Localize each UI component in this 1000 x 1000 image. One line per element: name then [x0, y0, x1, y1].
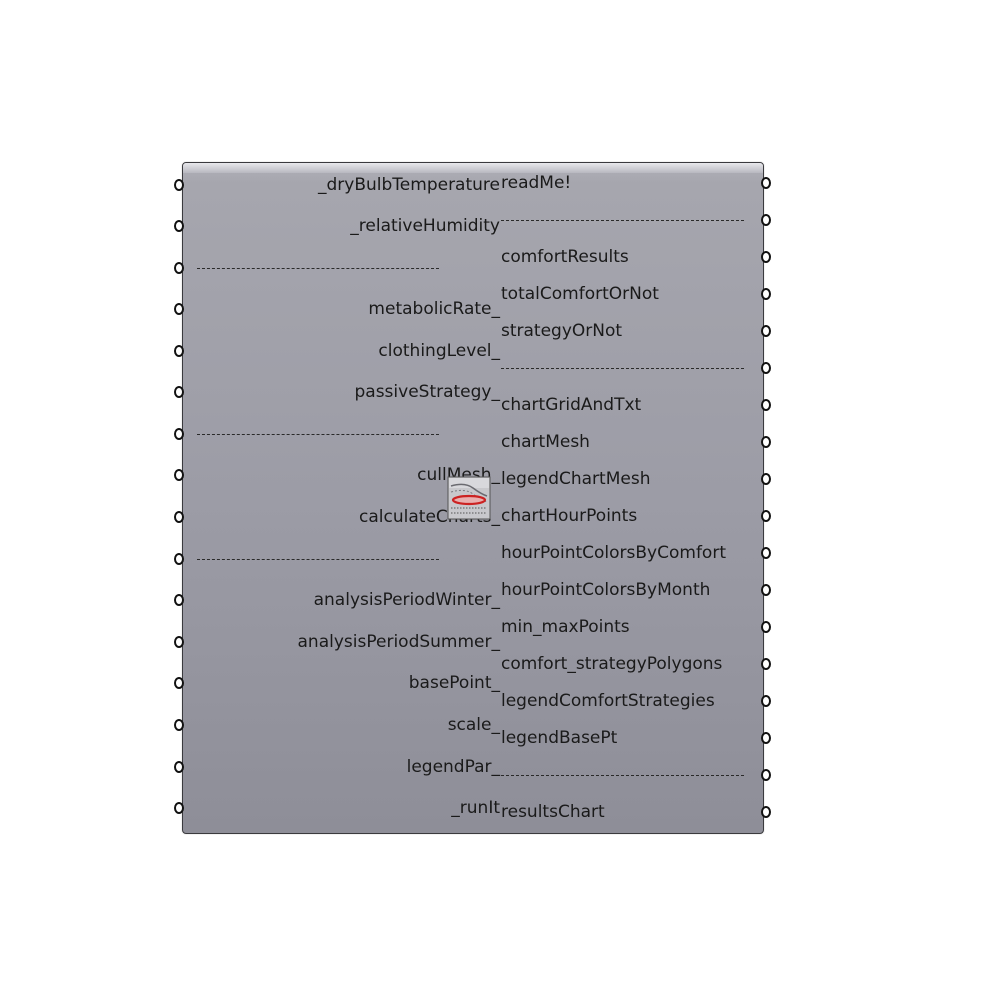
- output-grip[interactable]: [761, 436, 771, 448]
- input-grip[interactable]: [174, 553, 184, 565]
- psychrometric-chart-icon[interactable]: [447, 476, 491, 520]
- input-grip[interactable]: [174, 511, 184, 523]
- input-base-point[interactable]: basePoint_: [408, 673, 500, 693]
- output-grip[interactable]: [761, 325, 771, 337]
- output-grip[interactable]: [761, 177, 771, 189]
- output-legend-base-pt[interactable]: legendBasePt: [501, 728, 618, 748]
- input-grip[interactable]: [174, 719, 184, 731]
- input-grip[interactable]: [174, 428, 184, 440]
- output-grip[interactable]: [761, 621, 771, 633]
- input-passive-strategy[interactable]: passiveStrategy_: [354, 382, 500, 402]
- output-grip[interactable]: [761, 473, 771, 485]
- output-chart-mesh[interactable]: chartMesh: [501, 432, 590, 452]
- output-comfort-strategy-polygons[interactable]: comfort_strategyPolygons: [501, 654, 723, 674]
- output-total-comfort-or-not[interactable]: totalComfortOrNot: [501, 284, 659, 304]
- input-analysis-period-summer[interactable]: analysisPeriodSummer_: [297, 632, 500, 652]
- output-grip[interactable]: [761, 399, 771, 411]
- input-run-it[interactable]: _runIt: [451, 798, 500, 818]
- input-grip[interactable]: [174, 594, 184, 606]
- output-grip[interactable]: [761, 510, 771, 522]
- output-grip[interactable]: [761, 769, 771, 781]
- output-separator: [501, 368, 744, 369]
- output-grip[interactable]: [761, 584, 771, 596]
- output-results-chart[interactable]: resultsChart: [501, 802, 605, 822]
- output-legend-comfort-strategies[interactable]: legendComfortStrategies: [501, 691, 715, 711]
- input-grip[interactable]: [174, 636, 184, 648]
- output-grip[interactable]: [761, 288, 771, 300]
- output-grip[interactable]: [761, 806, 771, 818]
- input-legend-par[interactable]: legendPar_: [406, 757, 500, 777]
- output-separator: [501, 775, 744, 776]
- output-hour-point-colors-by-month[interactable]: hourPointColorsByMonth: [501, 580, 711, 600]
- output-grip[interactable]: [761, 362, 771, 374]
- input-grip[interactable]: [174, 345, 184, 357]
- input-grip[interactable]: [174, 220, 184, 232]
- input-relative-humidity[interactable]: _relativeHumidity: [350, 216, 500, 236]
- input-metabolic-rate[interactable]: metabolicRate_: [368, 299, 500, 319]
- output-comfort-results[interactable]: comfortResults: [501, 247, 629, 267]
- output-grip[interactable]: [761, 547, 771, 559]
- input-separator: [197, 434, 439, 435]
- output-chart-grid-and-txt[interactable]: chartGridAndTxt: [501, 395, 642, 415]
- output-hour-point-colors-by-comfort[interactable]: hourPointColorsByComfort: [501, 543, 726, 563]
- output-grip[interactable]: [761, 732, 771, 744]
- input-analysis-period-winter[interactable]: analysisPeriodWinter_: [313, 590, 500, 610]
- output-strategy-or-not[interactable]: strategyOrNot: [501, 321, 623, 341]
- output-grip[interactable]: [761, 658, 771, 670]
- output-grip[interactable]: [761, 251, 771, 263]
- input-scale[interactable]: scale_: [447, 715, 500, 735]
- output-grip[interactable]: [761, 695, 771, 707]
- input-grip[interactable]: [174, 386, 184, 398]
- input-grip[interactable]: [174, 262, 184, 274]
- output-chart-hour-points[interactable]: chartHourPoints: [501, 506, 638, 526]
- input-grip[interactable]: [174, 677, 184, 689]
- input-grip[interactable]: [174, 802, 184, 814]
- input-grip[interactable]: [174, 303, 184, 315]
- input-grip[interactable]: [174, 469, 184, 481]
- input-dry-bulb-temperature[interactable]: _dryBulbTemperature: [318, 175, 500, 195]
- input-grip[interactable]: [174, 179, 184, 191]
- output-min-max-points[interactable]: min_maxPoints: [501, 617, 630, 637]
- output-legend-chart-mesh[interactable]: legendChartMesh: [501, 469, 651, 489]
- input-clothing-level[interactable]: clothingLevel_: [378, 341, 500, 361]
- output-read-me[interactable]: readMe!: [501, 173, 572, 193]
- output-grip[interactable]: [761, 214, 771, 226]
- input-separator: [197, 559, 439, 560]
- input-grip[interactable]: [174, 761, 184, 773]
- output-separator: [501, 220, 744, 221]
- input-separator: [197, 268, 439, 269]
